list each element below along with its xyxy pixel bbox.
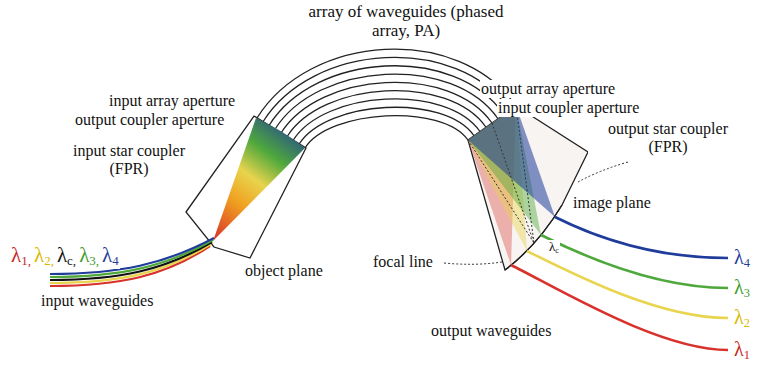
wavelength-label: λ1 (733, 338, 751, 363)
aperture-label: output array aperture (480, 80, 616, 98)
leader-lines (444, 162, 628, 264)
output-star-coupler (468, 106, 588, 270)
focal-line-label: focal line (372, 253, 434, 271)
array-title: array of waveguides (phased array, PA) (300, 2, 512, 40)
waveguide-label: input waveguides (40, 292, 154, 310)
array-waveguide (293, 99, 480, 141)
wavelength-label: λ3, (78, 244, 100, 269)
wavelength-label: λ3 (733, 276, 751, 301)
wavelength-label: λc, (56, 244, 77, 269)
input-star-coupler (186, 116, 306, 258)
plane-label: image plane (572, 194, 652, 212)
coupler-label: input star coupler (FPR) (58, 142, 200, 178)
wavelength-label: λ1, (10, 244, 32, 269)
wavelength-label: λ4 (733, 246, 751, 271)
input-waveguides (50, 238, 214, 286)
wavelength-label: λ2, (33, 244, 55, 269)
array-waveguide (287, 91, 486, 137)
wavelength-label: λ2 (733, 306, 751, 331)
array-waveguide (299, 107, 474, 144)
coupler-label: output star coupler (FPR) (588, 120, 748, 156)
output-fan (468, 106, 555, 265)
image-plane-arc (505, 205, 562, 270)
wavelength-label: λ4 (101, 244, 120, 269)
waveguide-label: output waveguides (430, 322, 552, 340)
aperture-label: output coupler aperture (74, 111, 225, 129)
wavelength-label: λc (548, 240, 560, 255)
aperture-label: input coupler aperture (497, 99, 640, 117)
array-waveguide (305, 116, 468, 148)
plane-label: object plane (244, 262, 324, 280)
aperture-label: input array aperture (108, 92, 236, 110)
input-fan (213, 118, 305, 241)
